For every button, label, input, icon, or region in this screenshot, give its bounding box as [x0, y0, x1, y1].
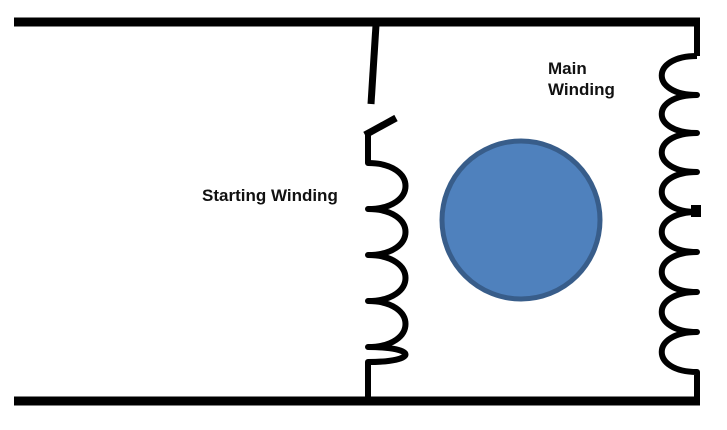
- main-winding-label-line2: Winding: [548, 80, 615, 99]
- starting-winding-coil: [365, 133, 409, 397]
- main-winding-coil: [658, 53, 700, 405]
- rotor-circle: [439, 138, 603, 302]
- switch-blade: [363, 114, 398, 139]
- switch-upper-contact: [367, 24, 380, 105]
- main-winding-tap: [691, 205, 701, 217]
- main-winding-label: Main Winding: [548, 58, 615, 100]
- main-winding-label-line1: Main: [548, 59, 587, 78]
- starting-winding-label: Starting Winding: [202, 186, 338, 205]
